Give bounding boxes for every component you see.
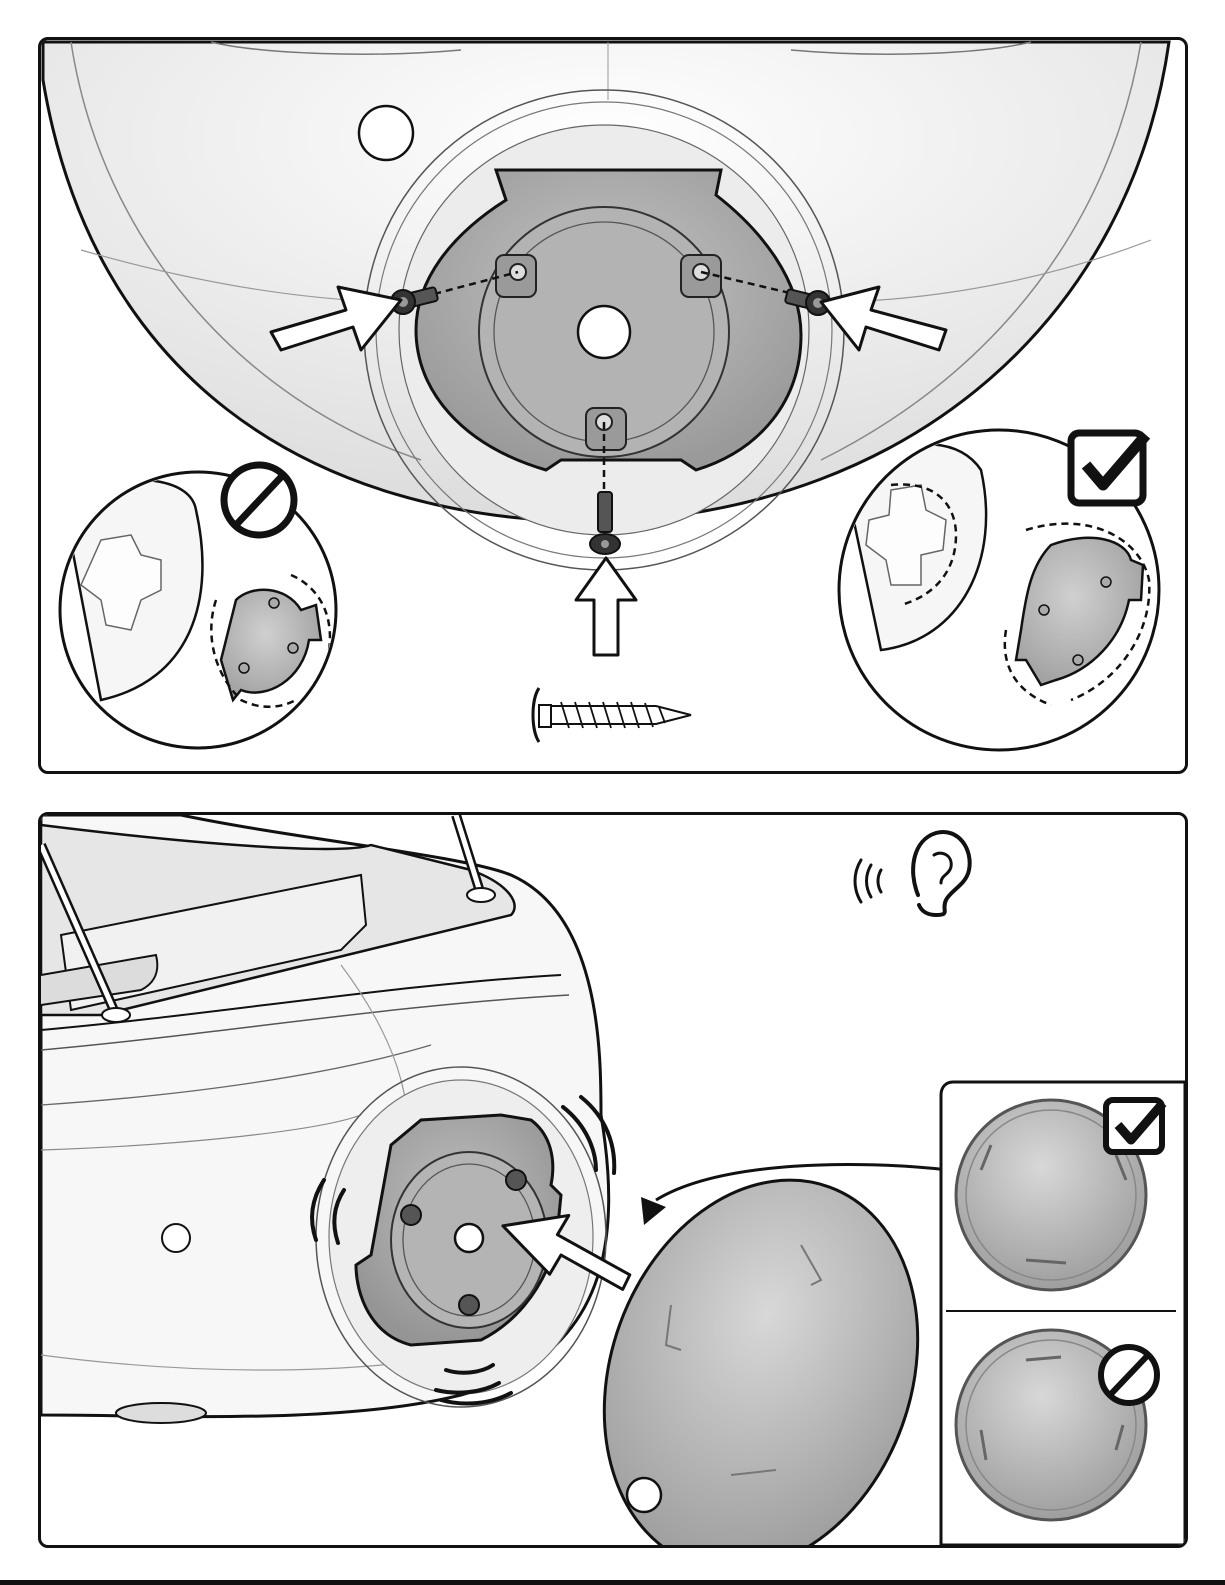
screw — [506, 1170, 526, 1190]
checkmark-icon — [1106, 1100, 1163, 1152]
plug-hole — [162, 1224, 190, 1252]
step-panel-mount-screws — [38, 37, 1188, 774]
step-panel-hubcap — [38, 812, 1188, 1548]
hubcap-mark — [627, 1478, 661, 1512]
plug-hole — [359, 106, 413, 160]
prohibited-icon — [1101, 1347, 1157, 1403]
mount-screws-illustration — [41, 40, 1185, 771]
axle-hole — [578, 306, 630, 358]
arrow-up — [576, 558, 636, 655]
prohibited-icon — [224, 465, 294, 535]
screw-boss-left — [496, 255, 536, 297]
page-bottom-rule — [0, 1580, 1225, 1585]
axle-hole — [455, 1224, 483, 1252]
screw — [401, 1205, 421, 1225]
screw-boss-bottom — [586, 408, 626, 450]
hubcap-orientation-inset — [941, 1082, 1185, 1545]
ear-sound-icon — [855, 832, 970, 915]
inset-correct-orientation — [839, 430, 1159, 750]
checkmark-icon — [1071, 433, 1146, 503]
screw-reference-icon — [533, 688, 691, 742]
hubcap — [552, 1136, 971, 1545]
inset-incorrect-orientation — [60, 465, 336, 748]
screw — [459, 1295, 479, 1315]
hubcap-illustration — [41, 815, 1185, 1545]
